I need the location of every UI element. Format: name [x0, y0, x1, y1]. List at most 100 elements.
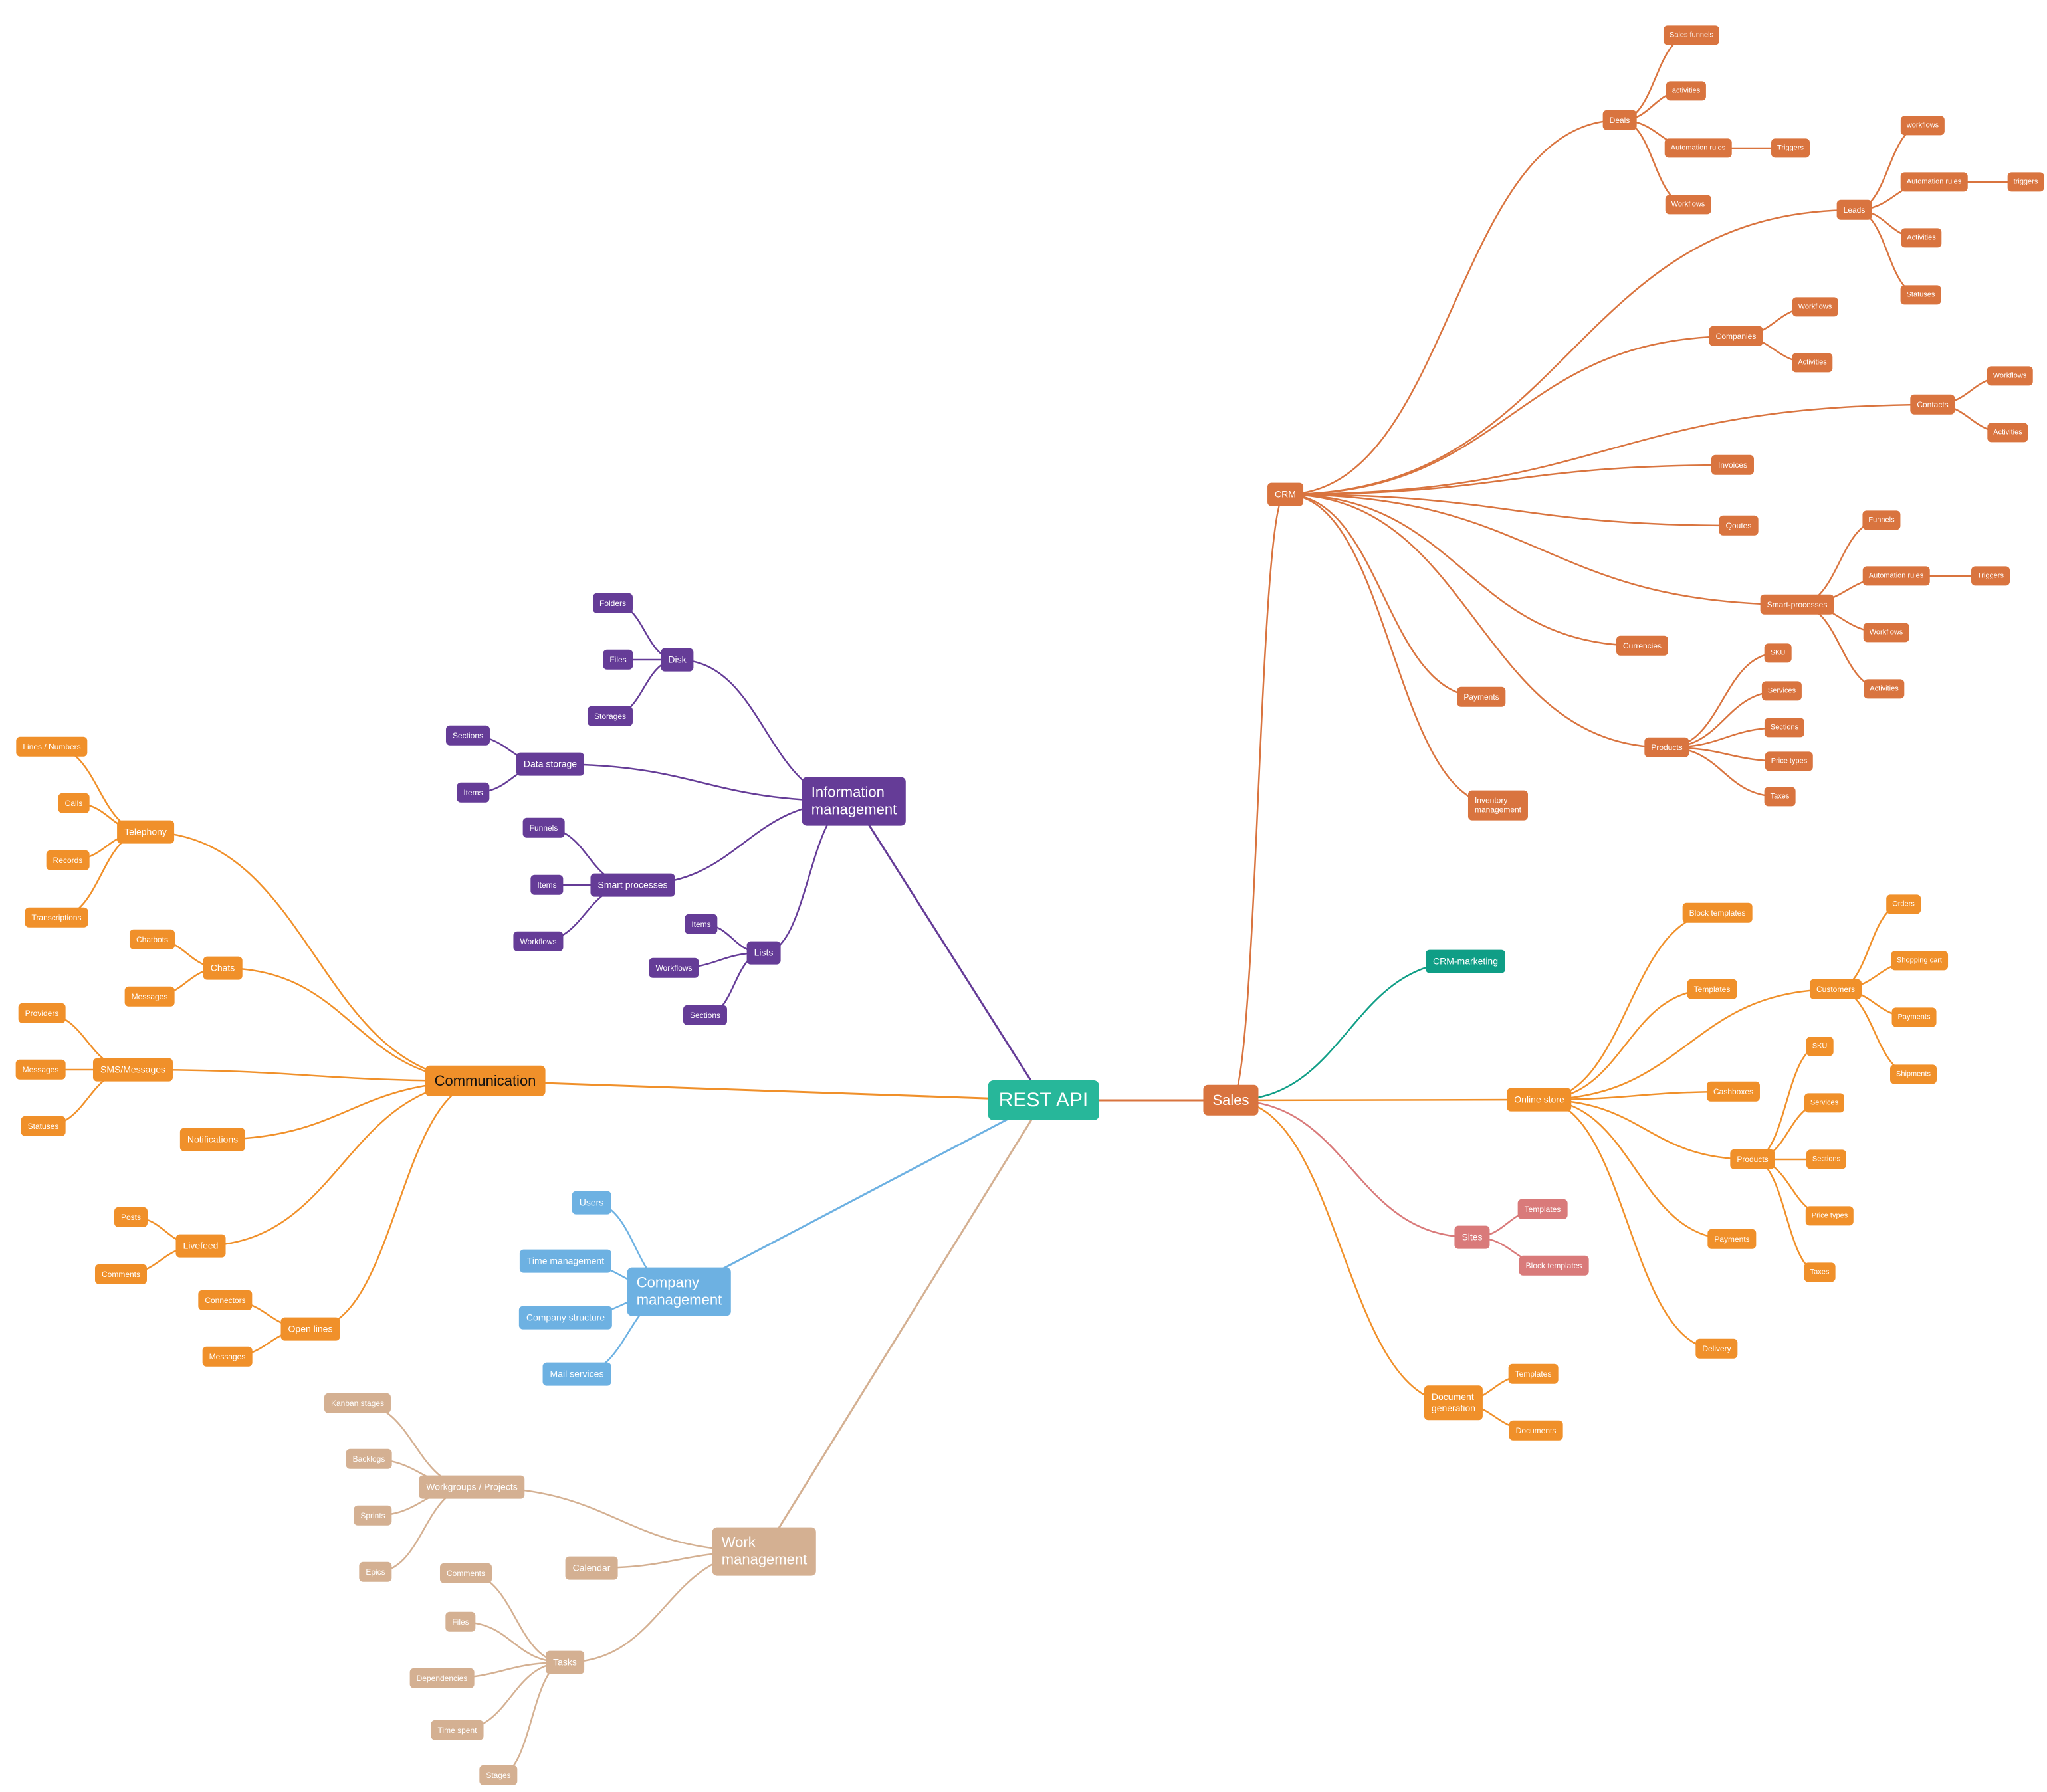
node-d-workflows[interactable]: Workflows [1665, 195, 1711, 215]
node-d-funnels[interactable]: Sales funnels [1663, 25, 1720, 45]
node-qoutes[interactable]: Qoutes [1719, 515, 1759, 536]
node-ds-items[interactable]: Items [457, 782, 490, 803]
node-notifications[interactable]: Notifications [179, 1128, 246, 1151]
node-info[interactable]: Information management [802, 777, 907, 826]
node-ol-connectors[interactable]: Connectors [198, 1290, 253, 1311]
node-pc-services[interactable]: Services [1761, 681, 1802, 701]
node-docgen[interactable]: Document generation [1424, 1385, 1483, 1420]
node-smartproc-c[interactable]: Smart-processes [1760, 594, 1834, 615]
node-os-payments[interactable]: Payments [1707, 1229, 1757, 1250]
node-s-statuses[interactable]: Statuses [21, 1116, 66, 1137]
node-po-pricetypes[interactable]: Price types [1805, 1206, 1854, 1226]
node-os-cashboxes[interactable]: Cashboxes [1706, 1081, 1761, 1102]
node-onlinestore[interactable]: Online store [1507, 1088, 1572, 1112]
node-currencies[interactable]: Currencies [1616, 635, 1669, 656]
node-chats[interactable]: Chats [203, 956, 243, 980]
node-le-automation[interactable]: Automation rules [1900, 172, 1968, 192]
node-lf-comments[interactable]: Comments [94, 1264, 148, 1285]
node-cu-shipments[interactable]: Shipments [1890, 1064, 1937, 1084]
node-ct-activities[interactable]: Activities [1987, 423, 2028, 443]
node-cu-cart[interactable]: Shopping cart [1891, 951, 1948, 971]
node-cm-time[interactable]: Time management [519, 1249, 612, 1273]
node-sp-workflows[interactable]: Workflows [513, 931, 564, 952]
node-os-templates[interactable]: Templates [1687, 979, 1737, 1000]
node-ds-sections[interactable]: Sections [445, 725, 490, 746]
node-ol-messages[interactable]: Messages [202, 1346, 253, 1367]
node-disk[interactable]: Disk [661, 648, 694, 672]
node-co-activities[interactable]: Activities [1792, 353, 1833, 373]
node-wg-kanban[interactable]: Kanban stages [324, 1393, 391, 1414]
node-pc-sections[interactable]: Sections [1764, 718, 1805, 738]
node-sc-automation[interactable]: Automation rules [1862, 566, 1930, 586]
node-openlines[interactable]: Open lines [280, 1317, 340, 1341]
node-inventory[interactable]: Inventory management [1467, 790, 1529, 821]
node-companies[interactable]: Companies [1709, 326, 1763, 347]
node-telephony[interactable]: Telephony [117, 820, 174, 844]
node-l-items[interactable]: Items [685, 914, 718, 935]
node-invoices[interactable]: Invoices [1711, 454, 1755, 476]
node-le-statuses[interactable]: Statuses [1900, 285, 1941, 305]
node-s-providers[interactable]: Providers [18, 1003, 66, 1024]
node-cm-struct[interactable]: Company structure [518, 1306, 613, 1330]
node-t-trans[interactable]: Transcriptions [25, 907, 88, 928]
node-work[interactable]: Work management [712, 1527, 817, 1576]
node-deals[interactable]: Deals [1602, 110, 1637, 131]
node-livefeed[interactable]: Livefeed [175, 1234, 226, 1258]
node-d-activities[interactable]: activities [1666, 81, 1707, 101]
node-si-templates[interactable]: Templates [1517, 1199, 1568, 1220]
node-sc-activities[interactable]: Activities [1864, 679, 1905, 699]
node-po-sections[interactable]: Sections [1806, 1149, 1847, 1169]
node-pc-sku[interactable]: SKU [1764, 643, 1792, 663]
node-pc-pricetypes[interactable]: Price types [1765, 751, 1814, 771]
node-sp-items[interactable]: Items [530, 874, 564, 896]
node-payments-c[interactable]: Payments [1457, 686, 1506, 708]
node-po-sku[interactable]: SKU [1806, 1037, 1834, 1056]
node-os-blocktpl[interactable]: Block templates [1682, 902, 1753, 924]
node-leads[interactable]: Leads [1836, 199, 1872, 221]
node-l-workflows[interactable]: Workflows [649, 957, 699, 979]
node-calendar[interactable]: Calendar [565, 1556, 618, 1580]
node-lf-posts[interactable]: Posts [114, 1207, 148, 1228]
node-po-taxes[interactable]: Taxes [1804, 1262, 1836, 1282]
node-co-workflows[interactable]: Workflows [1792, 297, 1838, 317]
node-t-records[interactable]: Records [46, 850, 90, 871]
node-ct-workflows[interactable]: Workflows [1987, 366, 2033, 386]
node-d-automation[interactable]: Automation rules [1664, 138, 1732, 158]
node-le-activities[interactable]: Activities [1901, 228, 1942, 248]
node-dg-documents[interactable]: Documents [1509, 1420, 1563, 1441]
node-sc-workflows[interactable]: Workflows [1863, 623, 1909, 643]
node-os-delivery[interactable]: Delivery [1695, 1338, 1738, 1359]
node-pc-taxes[interactable]: Taxes [1764, 787, 1796, 807]
node-sales[interactable]: Sales [1203, 1084, 1259, 1116]
node-crm[interactable]: CRM [1267, 482, 1303, 506]
node-tasks[interactable]: Tasks [546, 1650, 584, 1674]
node-os-products[interactable]: Products [1730, 1149, 1775, 1170]
node-datastorage[interactable]: Data storage [516, 752, 585, 776]
node-sites[interactable]: Sites [1454, 1225, 1490, 1249]
node-t-lines[interactable]: Lines / Numbers [16, 736, 88, 757]
node-po-services[interactable]: Services [1804, 1093, 1845, 1113]
node-c-messages[interactable]: Messages [124, 986, 175, 1007]
node-tk-stages[interactable]: Stages [479, 1765, 518, 1786]
node-smartproc-i[interactable]: Smart processes [590, 873, 675, 897]
node-files-i[interactable]: Files [603, 649, 633, 670]
node-sc-funnels[interactable]: Funnels [1862, 510, 1901, 530]
node-si-blocktpl[interactable]: Block templates [1519, 1255, 1589, 1276]
node-sp-funnels[interactable]: Funnels [522, 817, 565, 839]
node-cu-orders[interactable]: Orders [1886, 894, 1921, 914]
node-c-chatbots[interactable]: Chatbots [129, 929, 175, 950]
node-cm-users[interactable]: Users [572, 1191, 611, 1215]
node-lists[interactable]: Lists [746, 941, 781, 965]
node-os-customers[interactable]: Customers [1809, 979, 1862, 1000]
node-crmmarketing[interactable]: CRM-marketing [1425, 949, 1506, 973]
node-wg-backlogs[interactable]: Backlogs [346, 1448, 392, 1470]
node-contacts[interactable]: Contacts [1910, 394, 1955, 415]
node-rest[interactable]: REST API [988, 1080, 1099, 1120]
node-comm[interactable]: Communication [425, 1065, 546, 1097]
node-cm-mail[interactable]: Mail services [542, 1362, 611, 1386]
node-products-c[interactable]: Products [1644, 737, 1689, 758]
node-le-workflows[interactable]: workflows [1900, 116, 1945, 136]
node-dg-templates[interactable]: Templates [1508, 1363, 1559, 1385]
node-folders[interactable]: Folders [592, 593, 633, 614]
node-t-calls[interactable]: Calls [58, 793, 90, 814]
